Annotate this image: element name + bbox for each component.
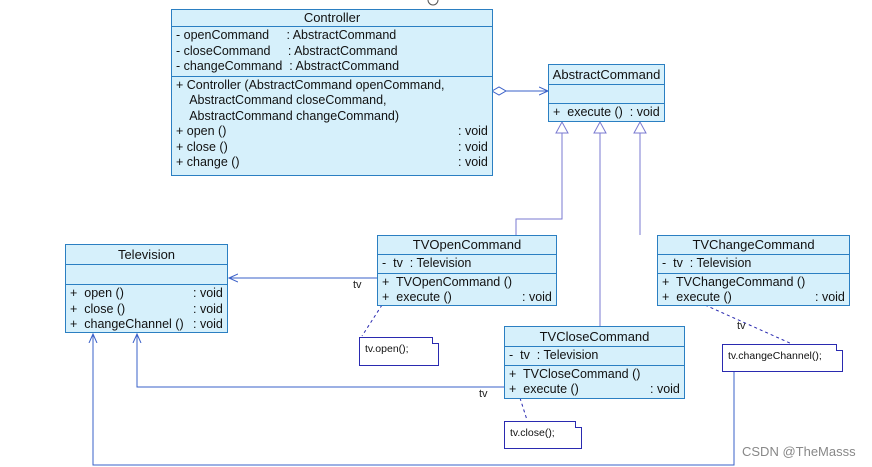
abstract-command-operations: + execute () : void [549,104,664,122]
controller-method-change: + change () : void [172,155,492,171]
method-return: : void [193,301,223,316]
note-anchor-close [519,397,528,421]
tv-close-command-class-name: TVCloseCommand [505,327,684,347]
television-operations: + open () : void + close () : void + chang… [66,285,227,334]
method-return: : void [650,382,680,396]
note-tv-close: tv.close(); [504,421,582,449]
note-anchor-change [704,304,793,345]
tv-close-command-operations: + TVCloseCommand () + execute () : void [505,366,684,399]
controller-method-close: + close () : void [172,140,492,156]
television-method-open: + open () : void [66,286,227,302]
watermark: CSDN @TheMasss [742,444,856,459]
method-return: : void [458,124,488,138]
tv-change-command-attr-tv: - tv : Television [662,256,752,270]
method-signature: + close () [70,301,126,316]
note-tv-change-channel: tv.changeChannel(); [722,344,843,372]
controller-class: Controller - openCommand : AbstractComma… [171,9,493,176]
role-label-close-tv: tv [479,388,488,400]
tv-change-command-method-execute: + execute () : void [658,290,849,306]
method-signature: + close () [176,139,228,154]
method-signature: + change () [176,155,240,169]
tv-close-command-attr-tv: - tv : Television [509,348,599,362]
controller-ctor-line2: AbstractCommand closeCommand, [176,93,387,107]
method-signature: + open () [176,124,227,138]
top-circle-fragment [427,0,439,6]
role-label-change-tv: tv [737,320,746,332]
television-method-close: + close () : void [66,302,227,318]
note-anchor-open [361,304,383,337]
tv-change-command-operations: + TVChangeCommand () + execute () : void [658,274,849,307]
method-signature: + execute () [509,382,579,396]
controller-class-name: Controller [172,10,492,27]
aggregation-connector [490,86,548,96]
abstract-command-method-execute: + execute () : void [553,105,660,119]
tv-open-command-operations: + TVOpenCommand () + execute () : void [378,274,556,307]
abstract-command-class-name: AbstractCommand [549,65,664,85]
controller-attr-close: - closeCommand : AbstractCommand [176,43,398,58]
method-signature: + execute () [662,290,732,304]
tv-open-command-attr-tv: - tv : Television [382,256,472,270]
controller-ctor-line1: + Controller (AbstractCommand openComman… [176,77,445,92]
tv-close-command-ctor: + TVCloseCommand () [509,366,641,381]
association-change-tv [93,334,735,466]
controller-attributes: - openCommand : AbstractCommand - closeC… [172,27,492,77]
abstract-command-attributes [549,85,664,104]
method-return: : void [815,290,845,304]
controller-attr-open: - openCommand : AbstractCommand [176,28,397,42]
controller-operations: + Controller (AbstractCommand openComman… [172,77,492,172]
note-tv-open: tv.open(); [359,337,439,366]
method-signature: + changeChannel () [70,317,184,331]
method-return: : void [193,317,223,331]
tv-open-command-class: TVOpenCommand - tv : Television + TVOpen… [377,235,557,306]
television-attributes [66,265,227,285]
tv-open-command-ctor: + TVOpenCommand () [382,274,513,289]
controller-ctor-line3: AbstractCommand changeCommand) [176,108,400,123]
tv-change-command-class-name: TVChangeCommand [658,236,849,255]
tv-open-command-class-name: TVOpenCommand [378,236,556,255]
tv-change-command-attributes: - tv : Television [658,255,849,274]
tv-close-command-attributes: - tv : Television [505,347,684,366]
television-class: Television + open () : void + close () : v… [65,244,228,333]
method-return: : void [522,290,552,304]
tv-close-command-class: TVCloseCommand - tv : Television + TVClo… [504,326,685,399]
television-class-name: Television [66,245,227,265]
controller-attr-change: - changeCommand : AbstractCommand [176,59,400,73]
tv-open-command-method-execute: + execute () : void [378,290,556,306]
generalization-open [515,120,569,235]
association-close-tv [137,334,504,388]
role-label-open-tv: tv [353,279,362,291]
television-method-change-channel: + changeChannel () : void [66,317,227,333]
abstract-command-class: AbstractCommand + execute () : void [548,64,665,122]
tv-change-command-ctor: + TVChangeCommand () [662,274,806,289]
tv-close-command-method-execute: + execute () : void [505,382,684,398]
tv-change-command-class: TVChangeCommand - tv : Television + TVCh… [657,235,850,306]
generalization-close [593,120,607,326]
method-signature: + open () [70,286,124,300]
method-return: : void [193,286,223,300]
tv-open-command-attributes: - tv : Television [378,255,556,274]
method-return: : void [458,139,488,154]
method-signature: + execute () [382,290,452,304]
generalization-change [633,120,647,235]
method-return: : void [458,155,488,169]
controller-method-open: + open () : void [172,124,492,140]
